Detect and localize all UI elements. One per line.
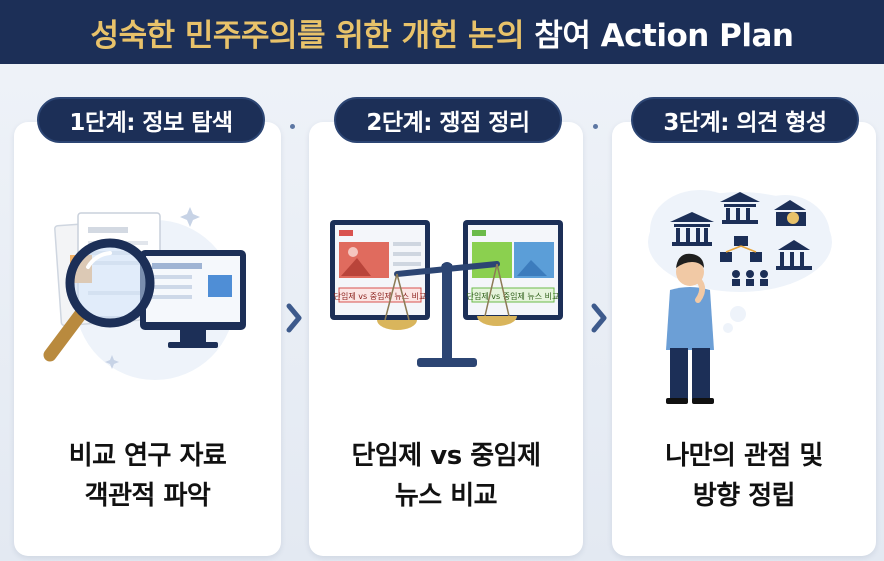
step-3-caption-line-1: 나만의 관점 및 <box>665 441 823 471</box>
step-2-caption-line-1: 단임제 vs 중임제 <box>351 441 541 471</box>
step-2-caption: 단임제 vs 중임제 뉴스 비교 <box>309 436 583 516</box>
connector-dot <box>593 124 598 129</box>
step-3-caption: 나만의 관점 및 방향 정립 <box>612 436 876 516</box>
magnifier-document-monitor-icon <box>43 207 246 380</box>
step-3-label: 3단계: 의견 형성 <box>631 97 859 143</box>
header-bar: 성숙한 민주주의를 위한 개헌 논의 참여 Action Plan <box>0 0 884 64</box>
page-title: 성숙한 민주주의를 위한 개헌 논의 참여 Action Plan <box>91 10 794 55</box>
thinking-person-icon <box>648 190 832 404</box>
step-1-caption: 비교 연구 자료 객관적 파악 <box>14 436 281 516</box>
step-2-label: 2단계: 쟁점 정리 <box>334 97 562 143</box>
step-1-caption-line-1: 비교 연구 자료 <box>68 441 227 471</box>
chevron-right-icon <box>591 303 607 333</box>
step-1-label: 1단계: 정보 탐색 <box>37 97 265 143</box>
step-2-caption-line-2: 뉴스 비교 <box>394 481 498 511</box>
right-screen-headline: 단임제 vs 중임제 뉴스 비교 <box>467 291 560 301</box>
title-part-2: 참여 Action Plan <box>534 17 794 54</box>
chevron-right-icon <box>286 303 302 333</box>
title-part-1: 성숙한 민주주의를 위한 개헌 논의 <box>90 17 535 54</box>
left-screen-headline: 단임제 vs 중임제 뉴스 비교 <box>334 291 427 301</box>
scale-monitors-icon: 단임제 vs 중임제 뉴스 비교 단임제 vs 중임제 뉴스 비교 <box>330 220 563 367</box>
step-3-caption-line-2: 방향 정립 <box>692 481 796 511</box>
connector-dot <box>290 124 295 129</box>
step-1-caption-line-2: 객관적 파악 <box>84 481 211 511</box>
